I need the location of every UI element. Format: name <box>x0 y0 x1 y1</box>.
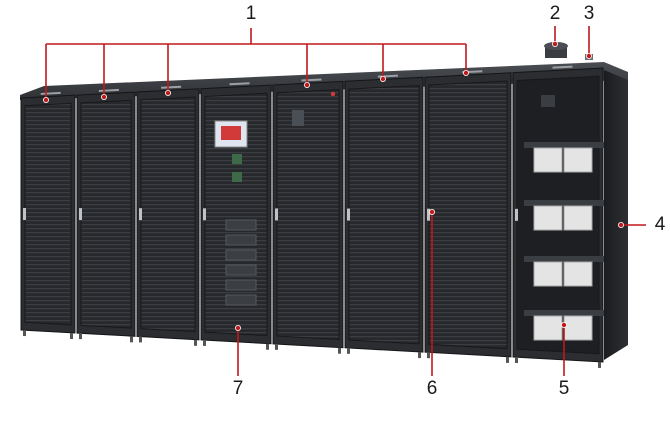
meter-2 <box>232 172 242 182</box>
row-end-side-panel <box>604 70 628 360</box>
battery-shelf-1 <box>524 142 604 148</box>
cabinet-foot-b-8 <box>598 361 601 368</box>
cabinet-foot-a-3 <box>139 336 142 343</box>
cabinet-top-handle-3 <box>161 85 182 89</box>
leader-dot-1e <box>379 76 386 83</box>
breaker-2 <box>225 234 257 246</box>
battery-module-1a <box>533 147 563 173</box>
door-handle-7 <box>427 208 430 221</box>
callout-number-5: 5 <box>558 378 570 399</box>
callout-leader-lines <box>45 26 646 376</box>
ups-indicator <box>330 91 336 97</box>
cabinet-top-handle-5 <box>301 78 322 82</box>
cabinet-foot-a-4 <box>203 339 206 346</box>
cabinet-foot-a-1 <box>23 330 26 337</box>
door-handle-8 <box>515 208 518 221</box>
cabinet-door-2 <box>80 99 132 329</box>
cabinet-foot-b-7 <box>506 356 509 363</box>
breaker-3 <box>225 249 257 261</box>
battery-shelf-2 <box>524 200 604 206</box>
cabinet-foot-b-5 <box>338 347 341 354</box>
leader-dot-3 <box>586 53 593 60</box>
leader-dot-7 <box>234 324 241 331</box>
cabinet-top-handle-2 <box>98 88 119 92</box>
leader-dot-1c <box>164 90 171 97</box>
cabinet-door-7 <box>428 80 508 350</box>
cabinet-top-handle-6 <box>377 74 398 78</box>
door-handle-1 <box>23 208 26 221</box>
leader-dot-1a <box>43 97 50 104</box>
cabinet-foot-b-2 <box>130 336 133 343</box>
cabinet-foot-a-2 <box>79 333 82 340</box>
door-handle-2 <box>79 208 82 221</box>
battery-shelf-4 <box>524 310 604 316</box>
callout-number-4: 4 <box>654 214 666 235</box>
touch-screen-content <box>221 126 241 140</box>
battery-module-2b <box>563 205 593 231</box>
breaker-6 <box>225 294 257 306</box>
callout-number-3: 3 <box>583 3 595 24</box>
leader-dot-6 <box>428 208 435 215</box>
battery-module-3a <box>533 261 563 287</box>
leader-dot-1f <box>462 70 469 77</box>
door-handle-6 <box>347 208 350 221</box>
cabinet-door-6 <box>348 84 420 345</box>
cabinet-door-1 <box>24 102 72 326</box>
cabinet-foot-a-6 <box>347 347 350 354</box>
cabinet-foot-a-5 <box>275 343 278 350</box>
ups-display <box>292 110 304 126</box>
cabinet-top-handle-8 <box>552 65 573 69</box>
meter-1 <box>232 154 242 164</box>
battery-shelf-3 <box>524 256 604 262</box>
door-handle-5 <box>275 208 278 221</box>
cabinet-foot-b-3 <box>194 339 197 346</box>
breaker-4 <box>225 264 257 276</box>
cabinet-top-handle-4 <box>229 82 250 86</box>
battery-module-3b <box>563 261 593 287</box>
leader-dot-2 <box>552 41 559 48</box>
cabinet-top-handle-1 <box>40 91 61 95</box>
callout-number-6: 6 <box>426 378 438 399</box>
cabinet-foot-b-4 <box>266 343 269 350</box>
leader-dot-1b <box>101 94 108 101</box>
leader-dot-1d <box>303 82 310 89</box>
cabinet-foot-b-6 <box>418 352 421 359</box>
callout-number-7: 7 <box>232 378 244 399</box>
cabinet-foot-b-1 <box>70 333 73 340</box>
battery-module-4b <box>563 315 593 341</box>
leader-dot-4 <box>618 221 625 228</box>
callout-number-2: 2 <box>549 3 561 24</box>
cabinet-foot-a-7 <box>427 352 430 359</box>
cabinet-row <box>20 42 604 368</box>
cabinet-door-3 <box>140 96 196 333</box>
leader-dot-5 <box>561 321 568 328</box>
cabinet-door-5 <box>276 89 340 341</box>
breaker-1 <box>225 219 257 231</box>
cabinet-foot-a-8 <box>515 357 518 364</box>
breaker-5 <box>225 279 257 291</box>
battery-module-2a <box>533 205 563 231</box>
door-handle-3 <box>139 208 142 221</box>
callout-number-1: 1 <box>245 3 257 24</box>
battery-module-1b <box>563 147 593 173</box>
battery-cabinet-display <box>541 95 555 107</box>
battery-module-4a <box>533 315 563 341</box>
door-handle-4 <box>203 208 206 221</box>
